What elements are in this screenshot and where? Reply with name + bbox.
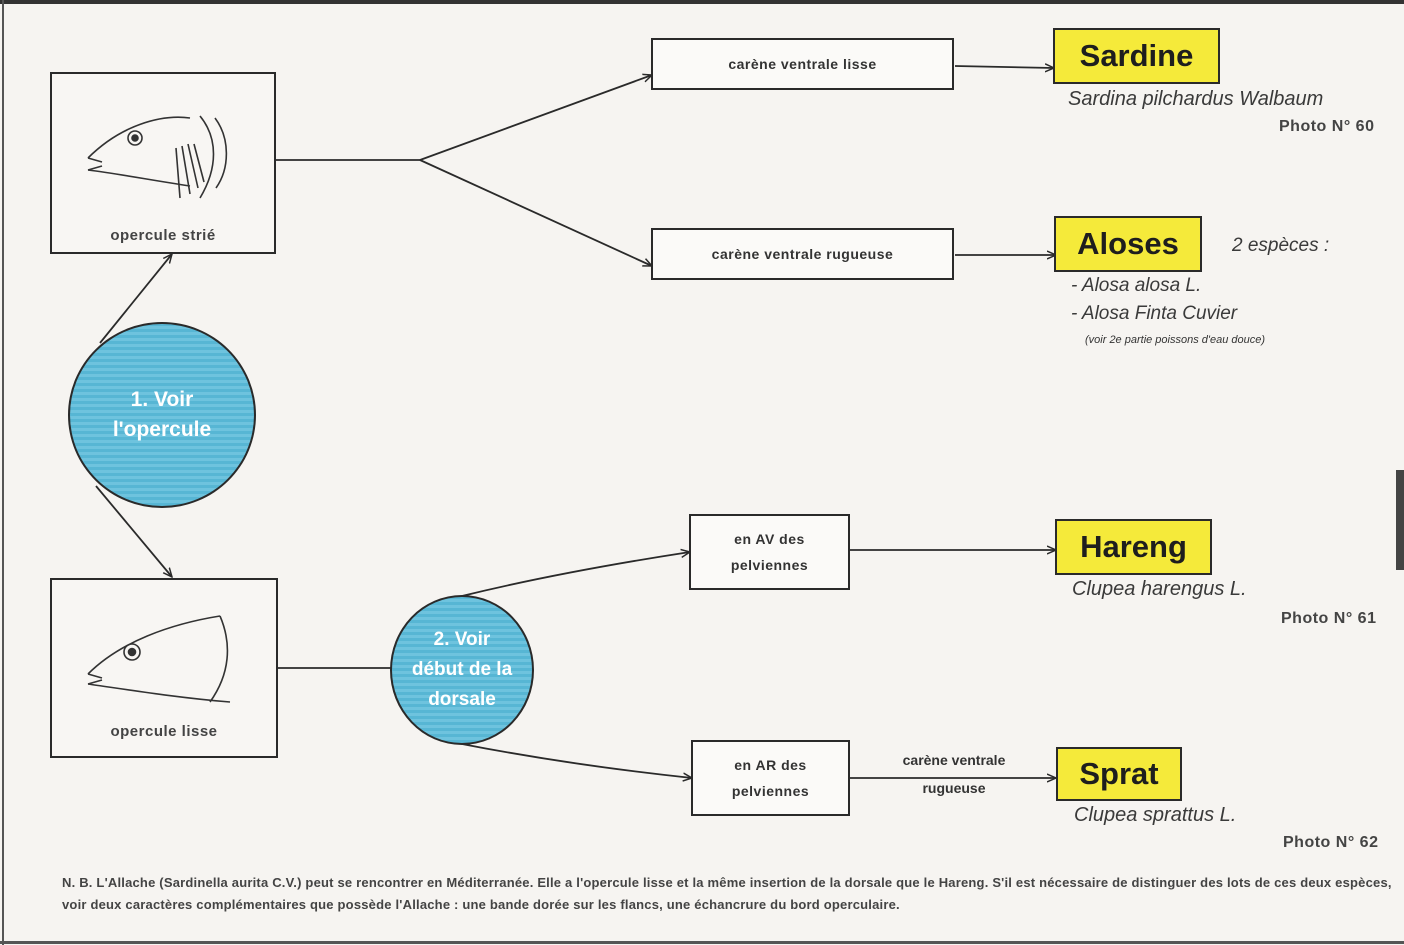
sardine-latin: Sardina pilchardus Walbaum xyxy=(1068,88,1324,110)
species-hareng: Hareng xyxy=(1055,519,1212,575)
sprat-criterion-line2: rugueuse xyxy=(922,780,986,796)
sprat-photo: Photo N° 62 xyxy=(1283,834,1379,851)
aloses-item1: - Alosa alosa L. xyxy=(1071,275,1202,296)
av-line2: pelviennes xyxy=(730,557,809,573)
step2-line1: 2. Voir xyxy=(433,629,491,650)
sprat-criterion-line1: carène ventrale xyxy=(902,752,1006,768)
arrow-to-sardine xyxy=(954,66,1054,68)
aloses-count: 2 espèces : xyxy=(1232,235,1330,256)
arrow-to-ar xyxy=(461,743,692,778)
left-border xyxy=(2,0,4,945)
arrow-to-opercule-strie xyxy=(99,254,172,344)
opercule-lisse-box: opercule lisse xyxy=(50,578,278,758)
av-pelviennes-box: en AV des pelviennes xyxy=(689,514,850,590)
fish-head-striated-operculum-icon xyxy=(87,115,228,199)
step1-circle: 1. Voir l'opercule xyxy=(68,322,256,508)
sardine-photo: Photo N° 60 xyxy=(1279,118,1375,135)
step1-line1: 1. Voir xyxy=(130,388,194,411)
top-border xyxy=(0,0,1404,4)
ar-pelviennes-box: en AR des pelviennes xyxy=(691,740,850,816)
hareng-latin: Clupea harengus L. xyxy=(1072,578,1247,600)
species-sprat: Sprat xyxy=(1056,747,1182,801)
aloses-note: (voir 2e partie poissons d'eau douce) xyxy=(1085,334,1266,346)
arrow-to-carene-rugueuse xyxy=(419,159,652,267)
ar-line2: pelviennes xyxy=(731,783,810,799)
carene-rugueuse-box: carène ventrale rugueuse xyxy=(651,228,954,280)
bottom-border xyxy=(0,941,1404,944)
species-sardine: Sardine xyxy=(1053,28,1220,84)
aloses-item2: - Alosa Finta Cuvier xyxy=(1071,303,1238,324)
sprat-latin: Clupea sprattus L. xyxy=(1074,804,1237,826)
footnote: N. B. L'Allache (Sardinella aurita C.V.)… xyxy=(62,875,1392,912)
hareng-photo: Photo N° 61 xyxy=(1281,610,1377,627)
step2-line2: début de la xyxy=(411,659,513,680)
step1-line2: l'opercule xyxy=(112,418,212,441)
arrow-to-carene-lisse xyxy=(419,75,652,161)
arrow-to-opercule-lisse xyxy=(95,485,172,577)
opercule-lisse-label: opercule lisse xyxy=(110,723,218,740)
species-aloses: Aloses xyxy=(1054,216,1202,272)
step2-line3: dorsale xyxy=(428,689,496,710)
fish-head-smooth-operculum-icon xyxy=(87,615,231,703)
carene-lisse-box: carène ventrale lisse xyxy=(651,38,954,90)
av-line1: en AV des xyxy=(734,531,805,547)
ar-line1: en AR des xyxy=(734,757,807,773)
page-edge-shadow xyxy=(1396,470,1404,570)
arrow-to-av xyxy=(461,552,690,597)
opercule-strie-box: opercule strié xyxy=(50,72,276,254)
opercule-strie-label: opercule strié xyxy=(110,227,216,244)
step2-circle: 2. Voir début de la dorsale xyxy=(390,595,534,745)
